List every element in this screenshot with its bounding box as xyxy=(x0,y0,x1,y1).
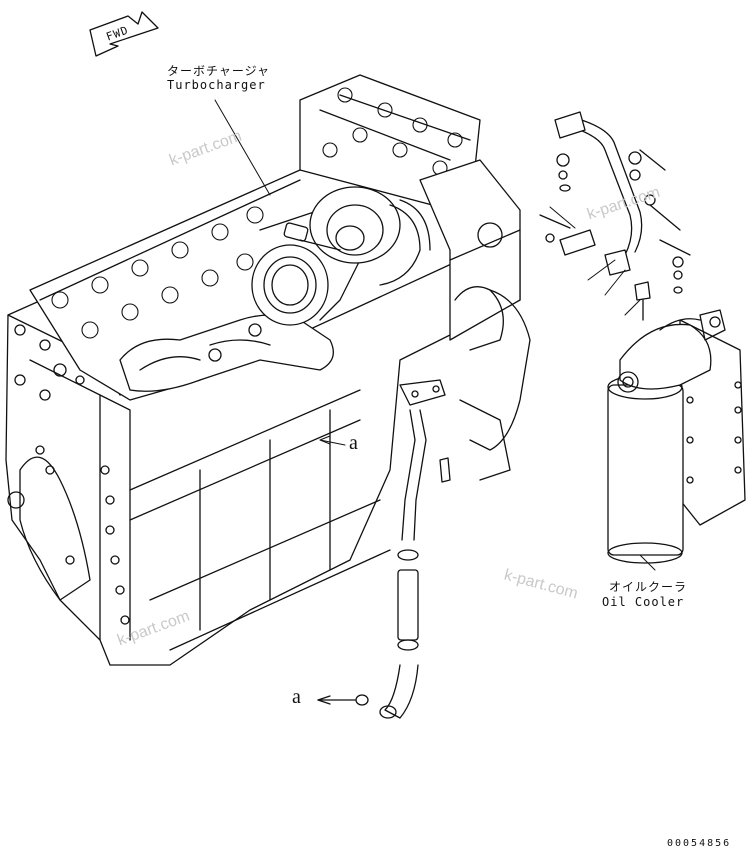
oil-cooler-label-jp: オイルクーラ xyxy=(609,580,688,594)
exhaust-manifold xyxy=(119,314,334,392)
leader-lines xyxy=(214,99,656,571)
oil-feed-pipe xyxy=(539,111,691,321)
figure-number: 00054856 xyxy=(667,838,732,849)
turbocharger xyxy=(251,186,431,326)
turbocharger-label-jp: ターボチャージャ xyxy=(167,64,271,78)
gear-housing xyxy=(419,159,531,481)
oil-cooler xyxy=(607,309,746,564)
oil-cooler-label-en: Oil Cooler xyxy=(602,595,685,609)
fwd-arrow-icon xyxy=(89,11,159,57)
oil-return-pipe xyxy=(317,379,451,719)
reference-mark-upper: a xyxy=(349,432,358,454)
reference-mark-lower: a xyxy=(292,686,301,708)
turbocharger-label-en: Turbocharger xyxy=(167,78,266,92)
